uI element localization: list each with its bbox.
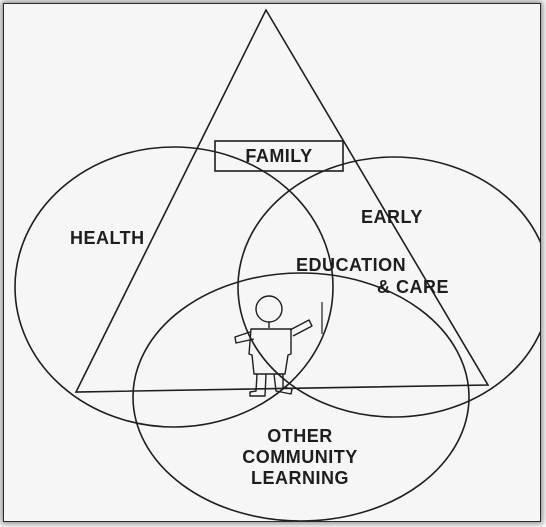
community-learning-circle xyxy=(132,272,470,521)
care-label: & CARE xyxy=(377,277,450,297)
family-label: FAMILY xyxy=(245,146,313,166)
learning-label: LEARNING xyxy=(251,468,349,488)
health-circle xyxy=(14,146,334,428)
education-label: EDUCATION xyxy=(296,255,407,275)
family-label-box xyxy=(214,140,344,172)
family-triangle xyxy=(74,8,490,393)
child-figure-icon xyxy=(234,295,313,397)
early-education-circle xyxy=(237,156,540,418)
other-label: OTHER xyxy=(267,426,333,446)
community-label: COMMUNITY xyxy=(242,447,358,467)
diagram-canvas xyxy=(14,8,540,521)
health-label: HEALTH xyxy=(70,228,145,248)
diagram-frame: FAMILY HEALTH EARLY EDUCATION & CARE OTH… xyxy=(3,3,541,522)
early-label: EARLY xyxy=(361,207,423,227)
